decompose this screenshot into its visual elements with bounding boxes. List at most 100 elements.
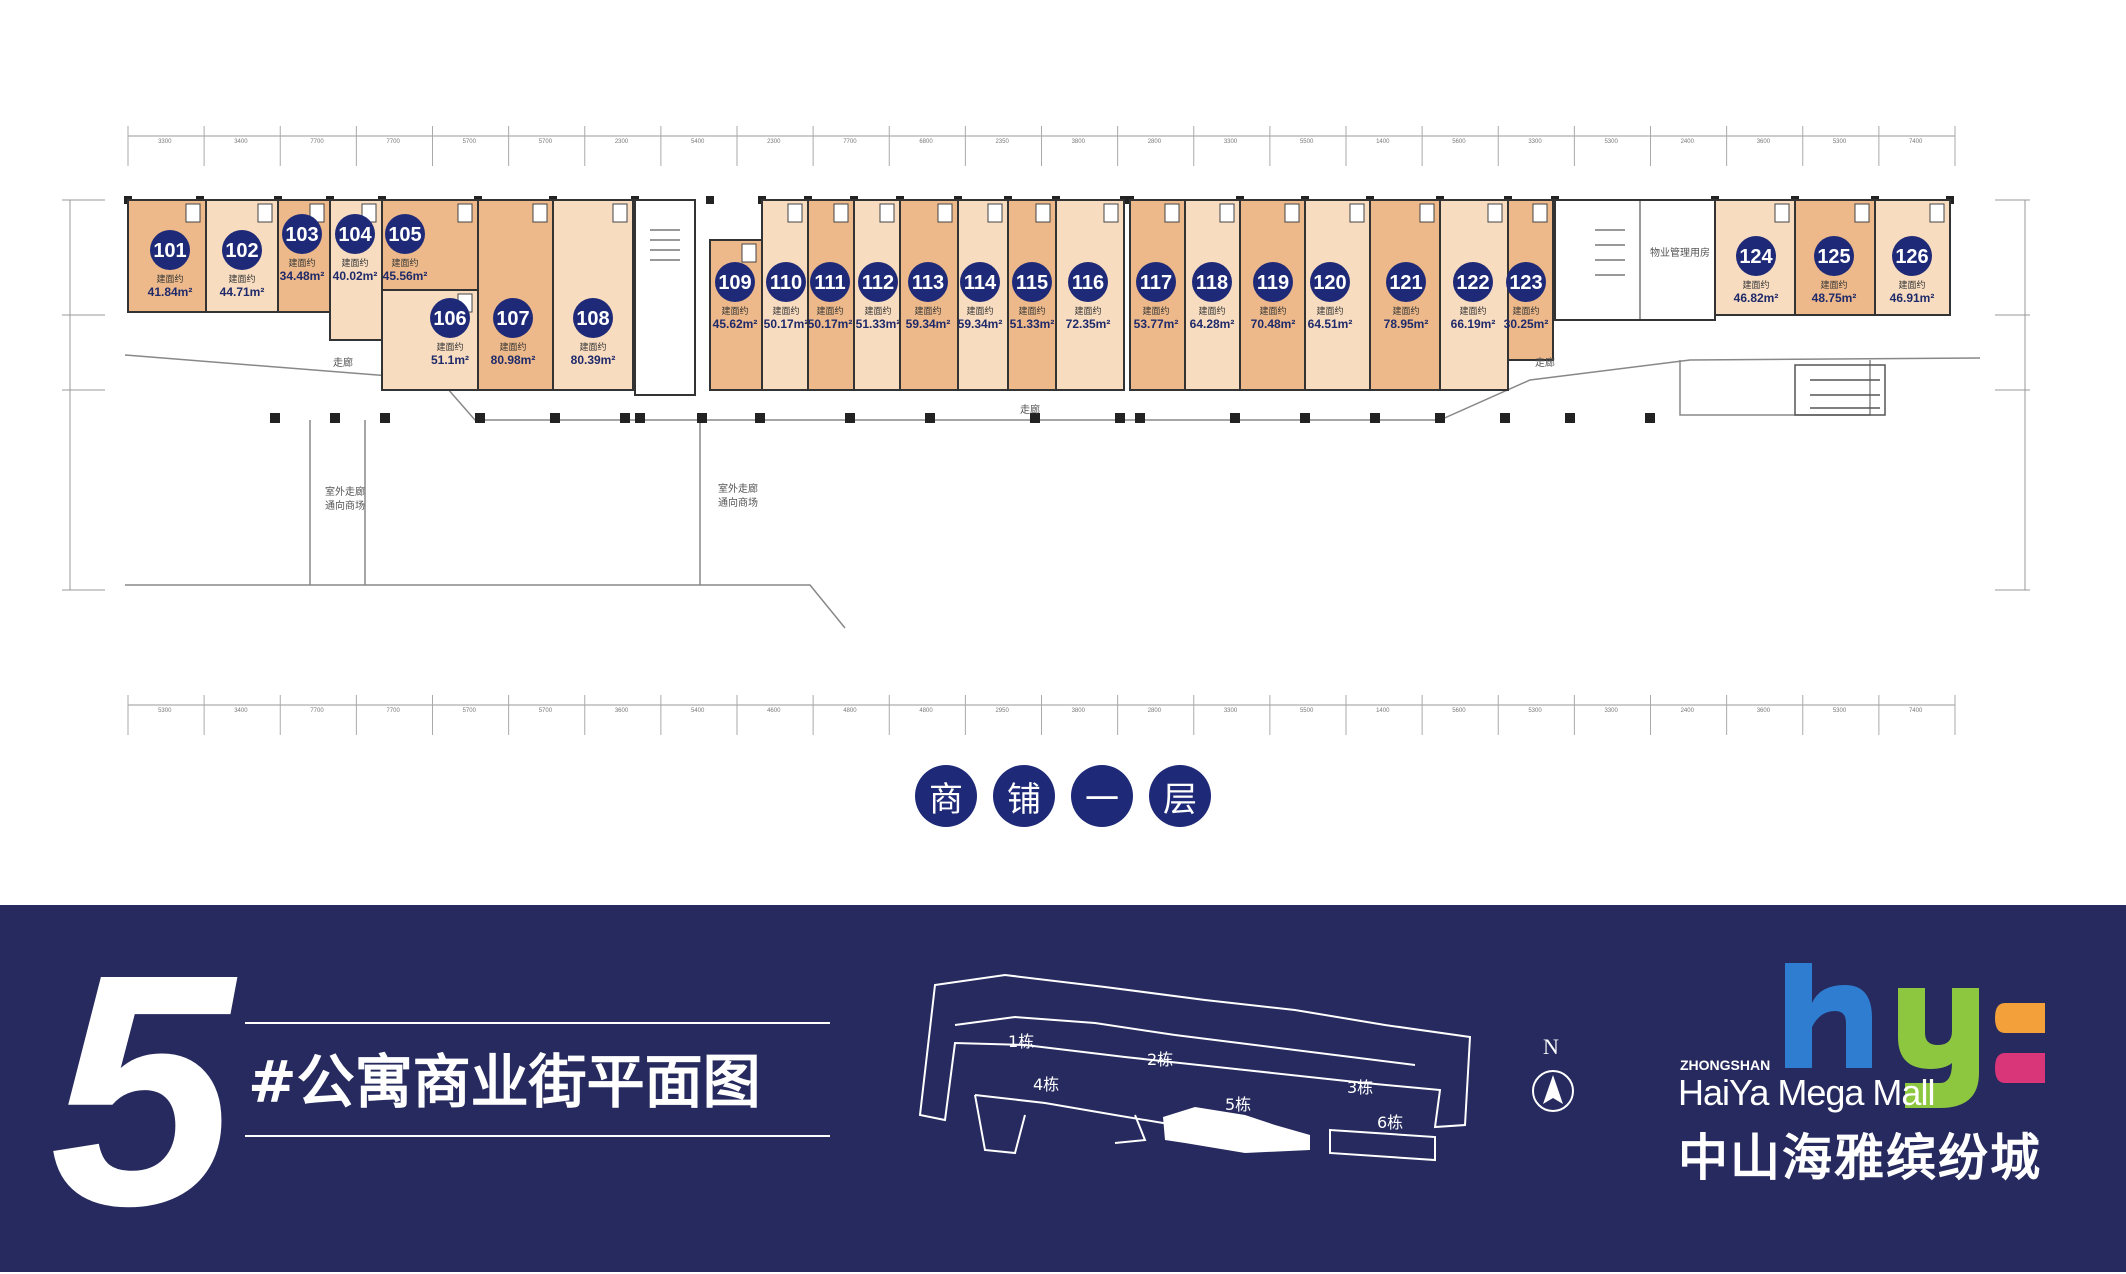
unit-number: 112 — [862, 272, 894, 294]
dimension-line-sides — [62, 199, 2030, 591]
unit-area-label: 建面约 — [1074, 305, 1101, 317]
unit-area: 40.02m² — [333, 269, 378, 283]
unit-badge — [150, 230, 190, 270]
unit-area-label: 建面约 — [436, 341, 463, 353]
unit-badge — [573, 298, 613, 338]
unit-area-label: 建面约 — [1512, 305, 1539, 317]
unit-number: 111 — [814, 272, 845, 294]
dimension-label-top: 2350 — [995, 139, 1009, 145]
dimension-label-top: 7700 — [843, 139, 857, 145]
unit-badge — [1386, 262, 1426, 302]
dimension-label-top: 5500 — [1300, 139, 1314, 145]
column — [1565, 413, 1575, 423]
column — [1135, 413, 1145, 423]
building-number: 5 — [50, 905, 234, 1274]
dimension-label-top: 2800 — [1148, 139, 1162, 145]
unit-badge — [810, 262, 850, 302]
site-label-5: 5栋 — [1225, 1095, 1251, 1114]
dimension-label-top: 5700 — [463, 139, 477, 145]
site-plan-building-5 — [1163, 1107, 1310, 1153]
unit-badge — [1506, 262, 1546, 302]
column — [475, 413, 485, 423]
unit-area-label: 建面约 — [966, 305, 993, 317]
column — [1500, 413, 1510, 423]
dimension-label-top: 3600 — [1757, 139, 1771, 145]
unit-badge — [1453, 262, 1493, 302]
dimension-label-bottom: 1400 — [1376, 708, 1390, 714]
unit-area: 80.39m² — [571, 353, 616, 367]
unit-number: 101 — [153, 240, 186, 262]
unit-area-label: 建面约 — [1142, 305, 1169, 317]
unit-area-label: 建面约 — [1018, 305, 1045, 317]
dimension-label-top: 1400 — [1376, 139, 1390, 145]
stair-core-left — [634, 199, 696, 396]
dimension-label-bottom: 3800 — [1072, 708, 1086, 714]
unit-badge — [335, 214, 375, 254]
unit-area: 70.48m² — [1251, 317, 1296, 331]
dimension-label-top: 5300 — [1604, 139, 1618, 145]
stair-core-right — [1554, 199, 1716, 321]
unit-area-label: 建面约 — [156, 273, 183, 285]
dimension-label-bottom: 3300 — [1224, 708, 1238, 714]
unit-area-label: 建面约 — [1259, 305, 1286, 317]
dimension-label-bottom: 5300 — [1528, 708, 1542, 714]
column — [270, 413, 280, 423]
unit-area-label: 建面约 — [864, 305, 891, 317]
logo-chinese: 中山海雅缤纷城 — [1678, 1129, 2042, 1187]
site-label-6: 6栋 — [1377, 1113, 1403, 1132]
unit-number: 126 — [1895, 246, 1928, 268]
unit-badge — [908, 262, 948, 302]
dimension-label-bottom: 3600 — [615, 708, 629, 714]
unit-area-label: 建面约 — [1742, 279, 1769, 291]
dimension-label-bottom: 5500 — [1300, 708, 1314, 714]
unit-number: 109 — [718, 272, 751, 294]
dimension-label-top: 7700 — [386, 139, 400, 145]
unit-badge — [430, 298, 470, 338]
column — [1115, 413, 1125, 423]
unit-number: 102 — [225, 240, 258, 262]
dimension-label-bottom: 5700 — [539, 708, 553, 714]
title-rule-top — [245, 1022, 830, 1024]
unit-number: 108 — [576, 308, 609, 330]
column — [635, 413, 645, 423]
unit-badge — [1892, 236, 1932, 276]
dimension-label-top: 2300 — [615, 139, 629, 145]
floor-title-char: 铺 — [993, 765, 1055, 827]
unit-area-label: 建面约 — [288, 257, 315, 269]
unit-area: 46.82m² — [1734, 291, 1779, 305]
unit-number: 116 — [1072, 272, 1104, 294]
unit-badge — [1814, 236, 1854, 276]
column — [330, 413, 340, 423]
unit-badge — [385, 214, 425, 254]
logo-city: ZHONGSHAN — [1680, 1057, 1771, 1073]
dimension-label-bottom: 5700 — [463, 708, 477, 714]
unit-number: 117 — [1140, 272, 1172, 294]
north-arrow-icon — [1532, 1070, 1574, 1112]
dimension-label-top: 3300 — [158, 139, 172, 145]
